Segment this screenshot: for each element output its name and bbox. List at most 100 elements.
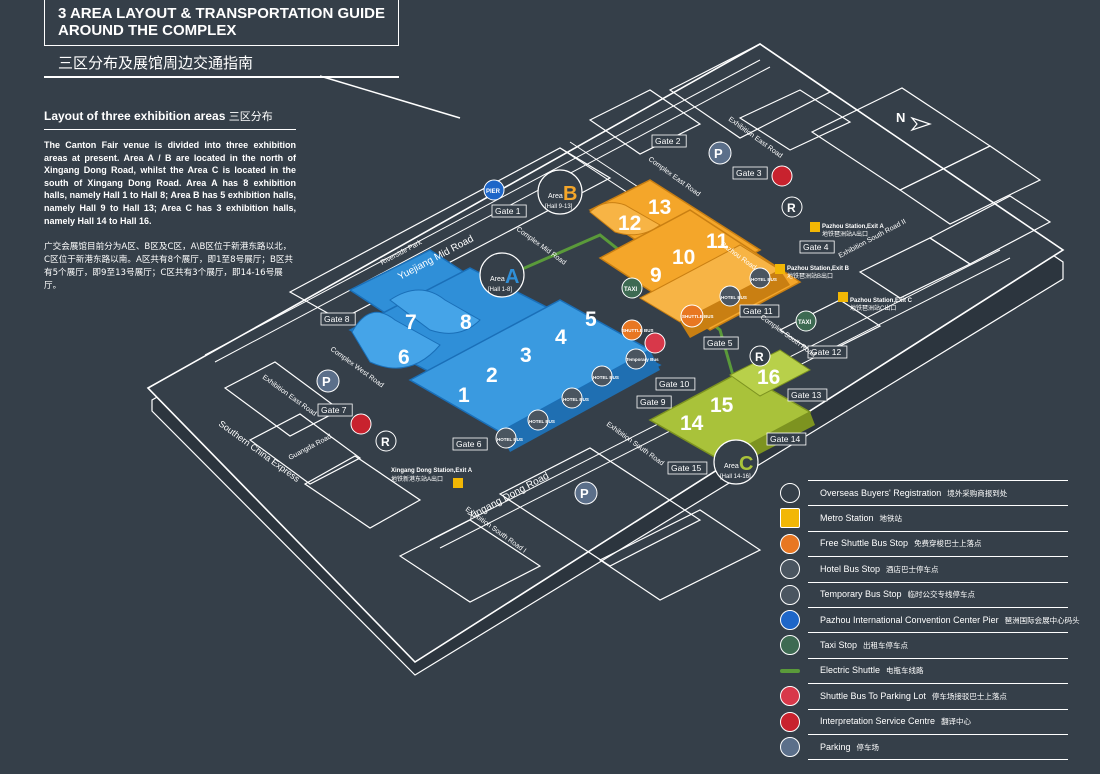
svg-text:Gate 13: Gate 13 xyxy=(791,390,822,400)
parking-shuttle-icon xyxy=(780,686,800,707)
svg-text:Temporary Bus: Temporary Bus xyxy=(626,357,659,362)
svg-text:Xingang Dong Station,Exit A: Xingang Dong Station,Exit A xyxy=(391,468,473,474)
legend-label: Metro Station 地铁站 xyxy=(820,513,902,524)
registration-marker: R xyxy=(749,345,771,367)
legend-label-cn: 免费穿梭巴士上落点 xyxy=(914,539,982,549)
interpretation-marker xyxy=(771,165,793,187)
hall-number: 4 xyxy=(555,326,567,349)
svg-text:HOTEL BUS: HOTEL BUS xyxy=(751,277,777,282)
gate-label: Gate 7 xyxy=(317,403,353,417)
pier-icon xyxy=(780,609,800,630)
svg-text:Area: Area xyxy=(548,193,563,200)
svg-text:Gate 6: Gate 6 xyxy=(456,439,482,449)
hall-number: 5 xyxy=(585,308,597,331)
legend-label: Free Shuttle Bus Stop 免费穿梭巴士上落点 xyxy=(820,538,982,549)
temporary-bus-icon xyxy=(780,584,800,605)
taxi-icon xyxy=(780,635,800,656)
metro-xingang-a: Xingang Dong Station,Exit A 地铁新港东站A出口 xyxy=(391,468,473,488)
legend-item: Hotel Bus Stop 酒店巴士停车点 xyxy=(780,557,1068,583)
shuttle-bus-marker: SHUTTLE BUS xyxy=(621,319,654,341)
svg-text:SHUTTLE BUS: SHUTTLE BUS xyxy=(622,328,654,333)
svg-text:HOTEL BUS: HOTEL BUS xyxy=(497,437,523,442)
svg-text:P: P xyxy=(322,374,331,389)
hotel-bus-marker: HOTEL BUS xyxy=(495,427,523,449)
intro-heading: Layout of three exhibition areas 三区分布 xyxy=(44,108,296,130)
svg-text:HOTEL BUS: HOTEL BUS xyxy=(593,375,619,380)
parking-marker: P xyxy=(316,369,340,393)
taxi-marker: TAXI xyxy=(621,277,643,299)
legend-label-en: Temporary Bus Stop xyxy=(820,589,902,600)
gate-label: Gate 8 xyxy=(320,312,356,326)
svg-text:Area: Area xyxy=(490,276,505,283)
legend-label-en: Metro Station xyxy=(820,513,874,524)
svg-text:Pazhou Station,Exit C: Pazhou Station,Exit C xyxy=(850,298,913,304)
svg-text:P: P xyxy=(714,146,723,161)
svg-text:Gate 8: Gate 8 xyxy=(324,314,350,324)
gate-label: Gate 10 xyxy=(655,377,696,391)
parking-marker: P xyxy=(574,481,598,505)
legend-label-cn: 酒店巴士停车点 xyxy=(886,564,939,574)
hotel-bus-marker: HOTEL BUS xyxy=(591,365,619,387)
svg-text:PIER: PIER xyxy=(486,189,501,195)
legend-label-en: Interpretation Service Centre xyxy=(820,716,936,727)
metro-pazhou-a: Pazhou Station,Exit A 地铁琶洲站A出口 xyxy=(810,222,884,238)
intro-text-en: The Canton Fair venue is divided into th… xyxy=(44,140,296,226)
gate-label: Gate 15 xyxy=(667,461,708,475)
interpretation-icon xyxy=(780,711,800,732)
registration-marker: R xyxy=(375,430,397,452)
hotel-bus-marker: HOTEL BUS xyxy=(527,409,555,431)
registration-marker: R xyxy=(781,196,803,218)
svg-text:Gate 12: Gate 12 xyxy=(811,347,842,357)
legend-label-en: Free Shuttle Bus Stop xyxy=(820,538,909,549)
hall-number: 13 xyxy=(648,196,671,219)
metro-icon xyxy=(780,508,800,529)
metro-pazhou-c: Pazhou Station,Exit C 地铁琶洲站C出口 xyxy=(838,292,913,312)
legend-label-cn: 停车场 xyxy=(856,742,880,752)
interpretation-marker xyxy=(350,413,372,435)
temporary-bus-marker: Temporary Bus xyxy=(625,348,659,370)
shuttle-bus-marker: SHUTTLE BUS xyxy=(680,304,714,328)
svg-text:地铁新港东站A出口: 地铁新港东站A出口 xyxy=(391,475,443,483)
legend-label-en: Pazhou International Convention Center P… xyxy=(820,614,999,625)
svg-text:TAXI: TAXI xyxy=(798,320,812,326)
hotel-bus-icon xyxy=(780,559,800,580)
gate-label: Gate 14 xyxy=(766,432,807,446)
title-divider xyxy=(44,76,399,78)
svg-text:C: C xyxy=(739,453,753,475)
intro-heading-en: Layout of three exhibition areas xyxy=(44,109,226,123)
taxi-marker: TAXI xyxy=(795,310,817,332)
gate-label: Gate 2 xyxy=(651,134,687,148)
svg-text:A: A xyxy=(505,266,519,288)
svg-text:N: N xyxy=(896,110,905,125)
page-title-cn: 三区分布及展馆周边交通指南 xyxy=(58,54,254,72)
legend-label-cn: 地铁站 xyxy=(879,514,903,524)
area-badge-a: Area A [Hall 1-8] xyxy=(479,252,525,298)
legend-label-cn: 翻译中心 xyxy=(941,717,972,727)
svg-text:HOTEL BUS: HOTEL BUS xyxy=(721,295,747,300)
svg-text:Gate 9: Gate 9 xyxy=(640,397,666,407)
svg-text:Gate 5: Gate 5 xyxy=(707,338,733,348)
legend-label-en: Hotel Bus Stop xyxy=(820,563,881,574)
hall-number: 6 xyxy=(398,346,410,369)
hall-number: 12 xyxy=(618,212,641,235)
area-badge-c: Area C [Hall 14-16] xyxy=(713,439,759,485)
gate-label: Gate 11 xyxy=(739,304,780,318)
legend-label-cn: 临时公交专线停车点 xyxy=(907,590,976,600)
title-connector xyxy=(319,75,461,119)
legend-label-en: Electric Shuttle xyxy=(820,665,881,676)
gate-label: Gate 1 xyxy=(491,204,527,218)
legend-label-cn: 出租车停车点 xyxy=(863,641,909,651)
svg-text:Gate 11: Gate 11 xyxy=(743,306,773,316)
legend-item: Temporary Bus Stop 临时公交专线停车点 xyxy=(780,583,1068,608)
svg-text:R: R xyxy=(755,350,764,364)
legend-label: Interpretation Service Centre 翻译中心 xyxy=(820,716,971,727)
svg-text:[Hall 1-8]: [Hall 1-8] xyxy=(488,287,512,293)
